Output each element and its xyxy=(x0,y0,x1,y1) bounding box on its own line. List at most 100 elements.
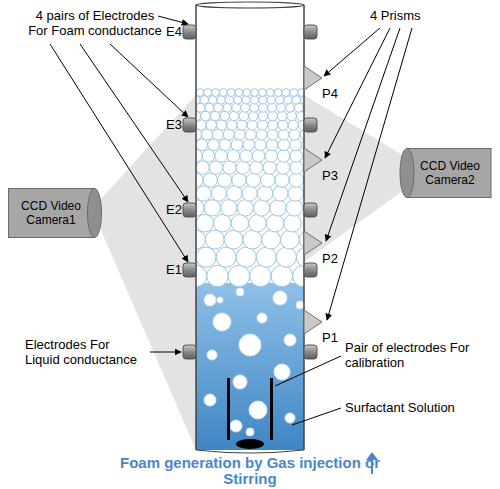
liquid-bubble xyxy=(249,401,267,419)
camera-cylinder xyxy=(9,189,95,238)
foam-bubble xyxy=(263,161,276,174)
prism-name: P3 xyxy=(322,168,340,183)
camera2-view xyxy=(304,95,404,262)
prism xyxy=(304,231,322,255)
foam-bubble xyxy=(201,111,211,121)
foam-bubble xyxy=(296,111,304,121)
foam-bubble xyxy=(282,89,290,97)
foam-bubble xyxy=(266,89,274,97)
camera-label: CCD Video Camera2 xyxy=(414,159,486,187)
foam-bubble xyxy=(196,89,204,97)
foam-bubble xyxy=(258,111,268,121)
foam-bubble xyxy=(275,173,289,187)
foam-bubble xyxy=(234,96,242,104)
foam-bubble xyxy=(268,120,278,130)
foam-bubble xyxy=(246,173,260,187)
foam-bubble xyxy=(227,89,235,97)
foam-bubble xyxy=(236,161,249,174)
foam-bubble xyxy=(270,200,286,216)
foam-bubble xyxy=(196,103,205,112)
video-camera: CCD Video Camera1 xyxy=(8,188,102,238)
leader-line xyxy=(150,352,181,353)
foam-bubble xyxy=(235,89,243,97)
foam-bubble xyxy=(196,161,209,174)
calibration-electrode xyxy=(227,378,230,440)
foam-bubble xyxy=(196,200,204,216)
camera1-view xyxy=(100,95,196,450)
liquid-bubble xyxy=(284,334,296,346)
foam-bubble xyxy=(196,173,203,187)
liquid-bubble xyxy=(204,294,216,306)
foam-bubble xyxy=(206,120,216,130)
prism xyxy=(304,310,322,334)
foam-bubble xyxy=(212,129,223,140)
foam-bubble xyxy=(232,103,241,112)
surfactant-liquid xyxy=(196,283,304,450)
foam-bubble xyxy=(208,139,220,151)
electrode-name: E2 xyxy=(166,202,184,217)
gas-nozzle xyxy=(236,439,264,449)
foam-bubble xyxy=(196,247,216,267)
foam-bubble xyxy=(273,186,288,201)
electrode xyxy=(183,263,196,277)
calibration-electrode xyxy=(270,378,273,440)
foam-bubble xyxy=(236,247,256,267)
liquid-bubble xyxy=(296,301,304,309)
foam-bubble xyxy=(214,214,232,232)
foam-bubble xyxy=(294,103,303,112)
foam-bubble xyxy=(268,111,278,121)
foam-bubble xyxy=(290,150,303,163)
foam-bubble xyxy=(225,96,233,104)
foam-bubble xyxy=(278,120,288,130)
foam-bubble xyxy=(237,200,253,216)
foam-bubble xyxy=(286,200,302,216)
leader-line xyxy=(158,16,188,24)
foam-bubble xyxy=(223,161,236,174)
foam-bubble xyxy=(223,103,232,112)
liquid-bubble xyxy=(274,364,290,380)
electrode-set xyxy=(183,25,317,359)
foam-bubble xyxy=(290,139,302,151)
foam-bubble xyxy=(257,120,267,130)
liquid-bubble xyxy=(213,313,231,331)
electrode xyxy=(183,345,196,359)
foam-bubble xyxy=(256,247,276,267)
foam-bubble xyxy=(215,150,228,163)
foam-bubble xyxy=(205,103,214,112)
foam-bubble xyxy=(265,150,278,163)
electrode-name: E4 xyxy=(166,24,184,39)
foam-bubble xyxy=(290,89,298,97)
prism-name: P1 xyxy=(322,330,340,345)
foam-bubble xyxy=(210,111,220,121)
foam-bubble xyxy=(298,89,304,97)
foam-bubble xyxy=(289,173,303,187)
foam-bubble xyxy=(237,120,247,130)
electrode xyxy=(304,203,317,217)
foam-bubble xyxy=(247,120,257,130)
foam-bubble xyxy=(284,214,302,232)
foam-bubble xyxy=(275,96,283,104)
foam-bubble xyxy=(288,120,298,130)
foam-bubble xyxy=(196,186,211,201)
foam-bubble xyxy=(242,186,257,201)
foam-bubble xyxy=(274,89,282,97)
electrode xyxy=(304,263,317,277)
foam-bubble xyxy=(259,89,267,97)
foam-bubble xyxy=(250,161,263,174)
liquid-bubble xyxy=(273,291,287,305)
foam-bubble xyxy=(204,200,220,216)
foam-bubble xyxy=(227,120,237,130)
foam-bubble xyxy=(252,150,265,163)
foam-bubble xyxy=(249,111,259,121)
foam-bubble xyxy=(289,129,300,140)
foam-bubble xyxy=(243,89,251,97)
electrode xyxy=(304,118,317,132)
column-wall xyxy=(195,5,197,450)
liquid-bubble xyxy=(285,413,295,423)
camera-lens xyxy=(88,189,102,238)
electrode-name: E1 xyxy=(166,262,184,277)
foam-bubble xyxy=(253,200,269,216)
electrode xyxy=(304,345,317,359)
prism-name: P4 xyxy=(322,86,340,101)
foam-bubble xyxy=(276,161,289,174)
